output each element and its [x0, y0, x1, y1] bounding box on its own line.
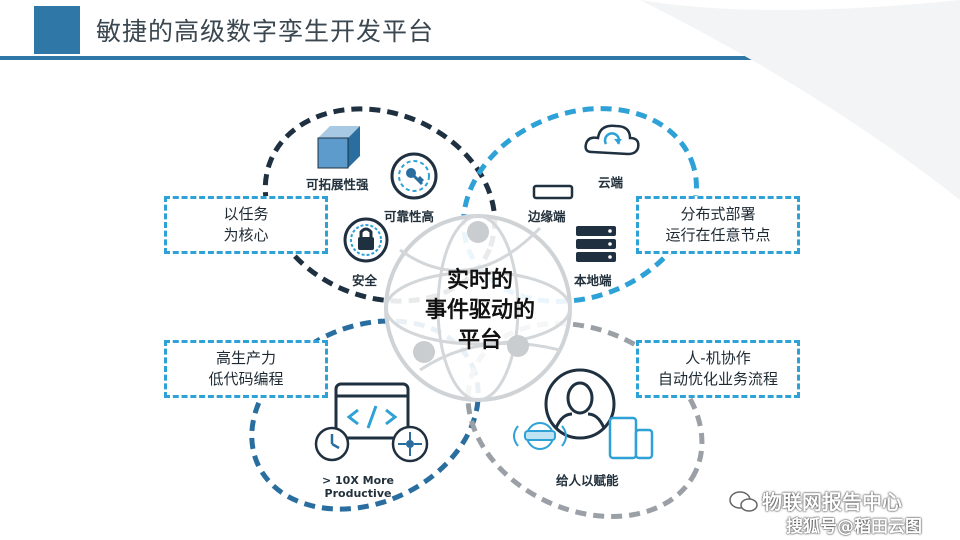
title-accent-block	[34, 6, 80, 54]
watermark-line1: 物联网报告中心	[762, 490, 902, 514]
lowcode-line2: 低代码编程	[208, 370, 284, 388]
lowcode-line1: 高生产力	[215, 349, 276, 367]
deploy-line1: 分布式部署	[680, 205, 756, 223]
globe-node	[413, 341, 435, 363]
collab-line2: 自动优化业务流程	[657, 370, 778, 388]
server-icon	[576, 226, 616, 262]
label-reliable: 可靠性高	[384, 209, 435, 224]
phone-icon	[634, 428, 654, 460]
label-local: 本地端	[574, 273, 612, 288]
page-title: 敏捷的高级数字孪生开发平台	[96, 17, 435, 46]
label-security: 安全	[352, 273, 378, 288]
task-core-box: 以任务 为核心	[164, 196, 328, 254]
reliability-icon	[390, 152, 438, 200]
center-line3: 平台	[457, 328, 502, 353]
center-platform-text: 实时的 事件驱动的 平台	[400, 266, 560, 356]
deploy-line2: 运行在任意节点	[665, 226, 771, 244]
globe-node	[507, 335, 529, 357]
label-productive: > 10X More Productive	[321, 474, 395, 500]
vr-headset-icon	[513, 422, 567, 450]
wechat-logo-icon	[729, 491, 758, 512]
label-edge: 边缘端	[528, 209, 566, 224]
task-core-line1: 以任务	[223, 205, 269, 223]
stopwatch-icon	[314, 426, 350, 462]
label-empower: 给人以赋能	[556, 473, 619, 488]
low-code-box: 高生产力 低代码编程	[164, 340, 328, 398]
title-rule	[0, 56, 960, 60]
edge-device-icon	[532, 184, 574, 200]
center-line1: 实时的	[446, 268, 513, 293]
lock-icon	[343, 217, 389, 263]
cloud-icon	[584, 124, 640, 156]
center-line2: 事件驱动的	[424, 298, 535, 323]
globe-graphic	[384, 214, 572, 402]
cube-icon	[317, 126, 360, 169]
code-icon	[334, 382, 410, 440]
collaboration-box: 人-机协作 自动优化业务流程	[636, 340, 800, 398]
label-scalable: 可拓展性强	[306, 177, 369, 192]
watermark-line2: 搜狐号@稻田云图	[786, 517, 922, 537]
network-icon	[391, 425, 429, 463]
tablet-icon	[608, 416, 638, 460]
collab-line1: 人-机协作	[685, 349, 751, 367]
task-core-line2: 为核心	[223, 226, 269, 244]
distributed-deploy-box: 分布式部署 运行在任意节点	[636, 196, 800, 254]
globe-node	[467, 221, 489, 243]
label-cloud: 云端	[598, 175, 624, 190]
person-icon	[544, 368, 616, 440]
background-sweep	[640, 0, 960, 200]
